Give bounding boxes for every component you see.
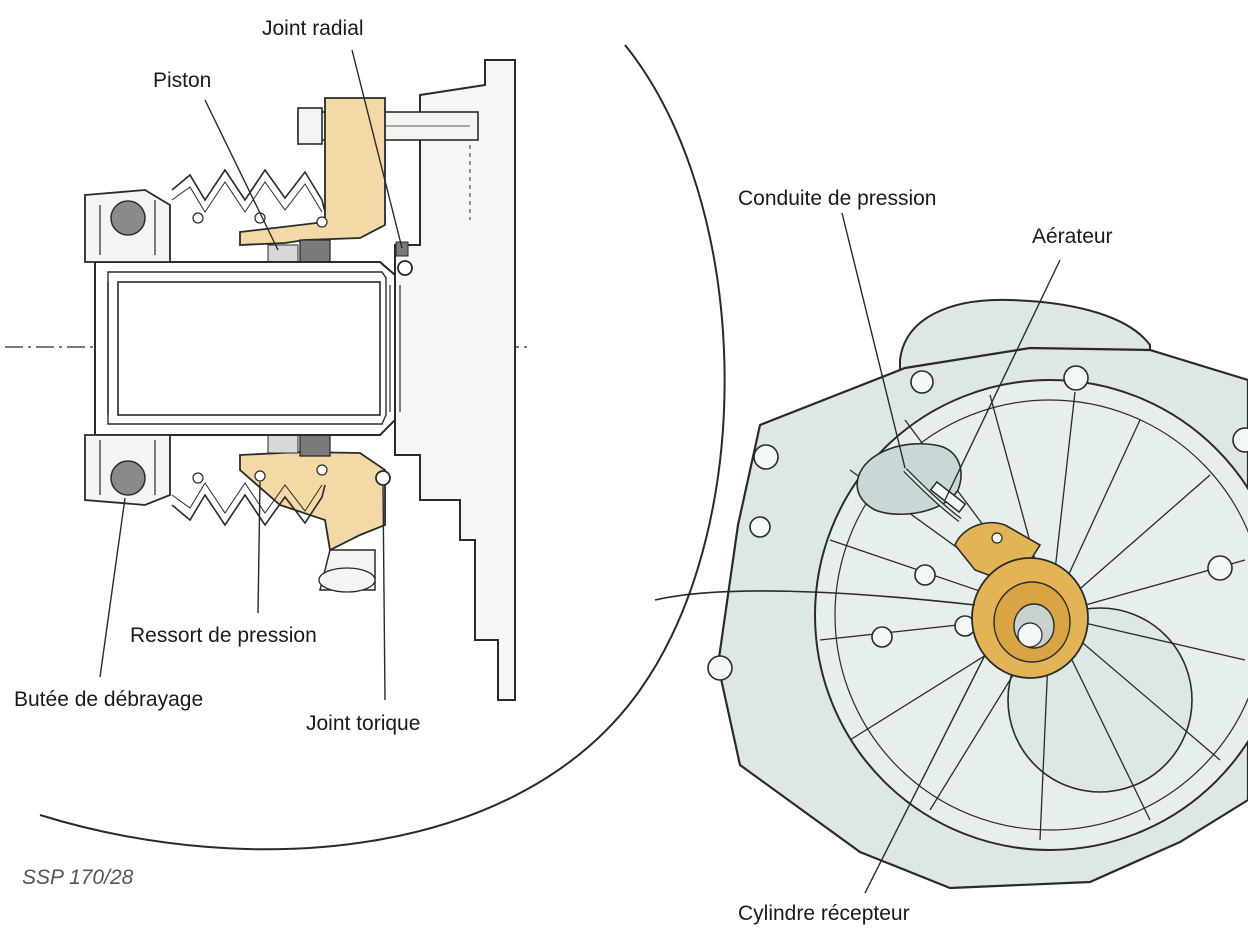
reference-code: SSP 170/28 <box>22 866 134 889</box>
leader-joint-torique <box>382 485 386 701</box>
cross-section-view <box>5 49 530 701</box>
leader-piston <box>204 99 279 251</box>
leader-conduite <box>841 212 906 469</box>
bolt-hole <box>707 655 733 681</box>
label-joint-radial: Joint radial <box>262 17 364 40</box>
cylinder-housing-upper <box>239 97 386 246</box>
o-ring-upper <box>397 260 413 276</box>
bolt-hole <box>753 444 779 470</box>
label-joint-torique: Joint torique <box>306 712 421 735</box>
leader-ressort <box>257 481 261 614</box>
release-bearing <box>84 189 171 506</box>
leader-joint-radial <box>351 49 403 249</box>
bearing-ball-lower <box>110 460 146 496</box>
gearbox-wall <box>394 59 516 701</box>
dust-boot-upper <box>171 168 326 213</box>
bolt-holes <box>707 365 1248 681</box>
dust-boot-lower <box>171 484 326 527</box>
bolt-hole <box>910 370 934 394</box>
cylinder-housing-lower <box>239 451 386 552</box>
bleeder-valve <box>929 480 967 514</box>
bolt-hole <box>1207 555 1233 581</box>
bolt-hole <box>871 626 893 648</box>
leader-butee <box>99 497 126 678</box>
label-conduite-de-pression: Conduite de pression <box>738 187 937 210</box>
label-aerateur: Aérateur <box>1032 225 1113 248</box>
o-ring-lower <box>375 470 391 486</box>
leader-aerateur <box>944 259 1061 501</box>
gearbox-housing-view <box>707 212 1248 894</box>
bolt-hole <box>914 564 936 586</box>
slave-cylinder-body <box>954 521 1089 679</box>
bolt-hole <box>749 516 771 538</box>
inner-bore <box>117 281 381 416</box>
label-butee-de-debrayage: Butée de débrayage <box>14 688 204 711</box>
magnifier-arc <box>39 44 726 851</box>
radial-seal <box>395 241 409 257</box>
leader-cylindre <box>864 654 986 894</box>
bolt-hole <box>1232 427 1248 453</box>
piston-seal-upper <box>299 239 331 265</box>
label-cylindre-recepteur: Cylindre récepteur <box>738 902 910 925</box>
bell-housing-rim <box>834 399 1248 831</box>
bearing-ball-upper <box>110 200 146 236</box>
pressure-spring <box>192 212 328 484</box>
magnifier-connector <box>654 590 976 606</box>
label-piston: Piston <box>153 69 212 92</box>
label-ressort-de-pression: Ressort de pression <box>130 624 317 647</box>
bolt-hole <box>1063 365 1089 391</box>
